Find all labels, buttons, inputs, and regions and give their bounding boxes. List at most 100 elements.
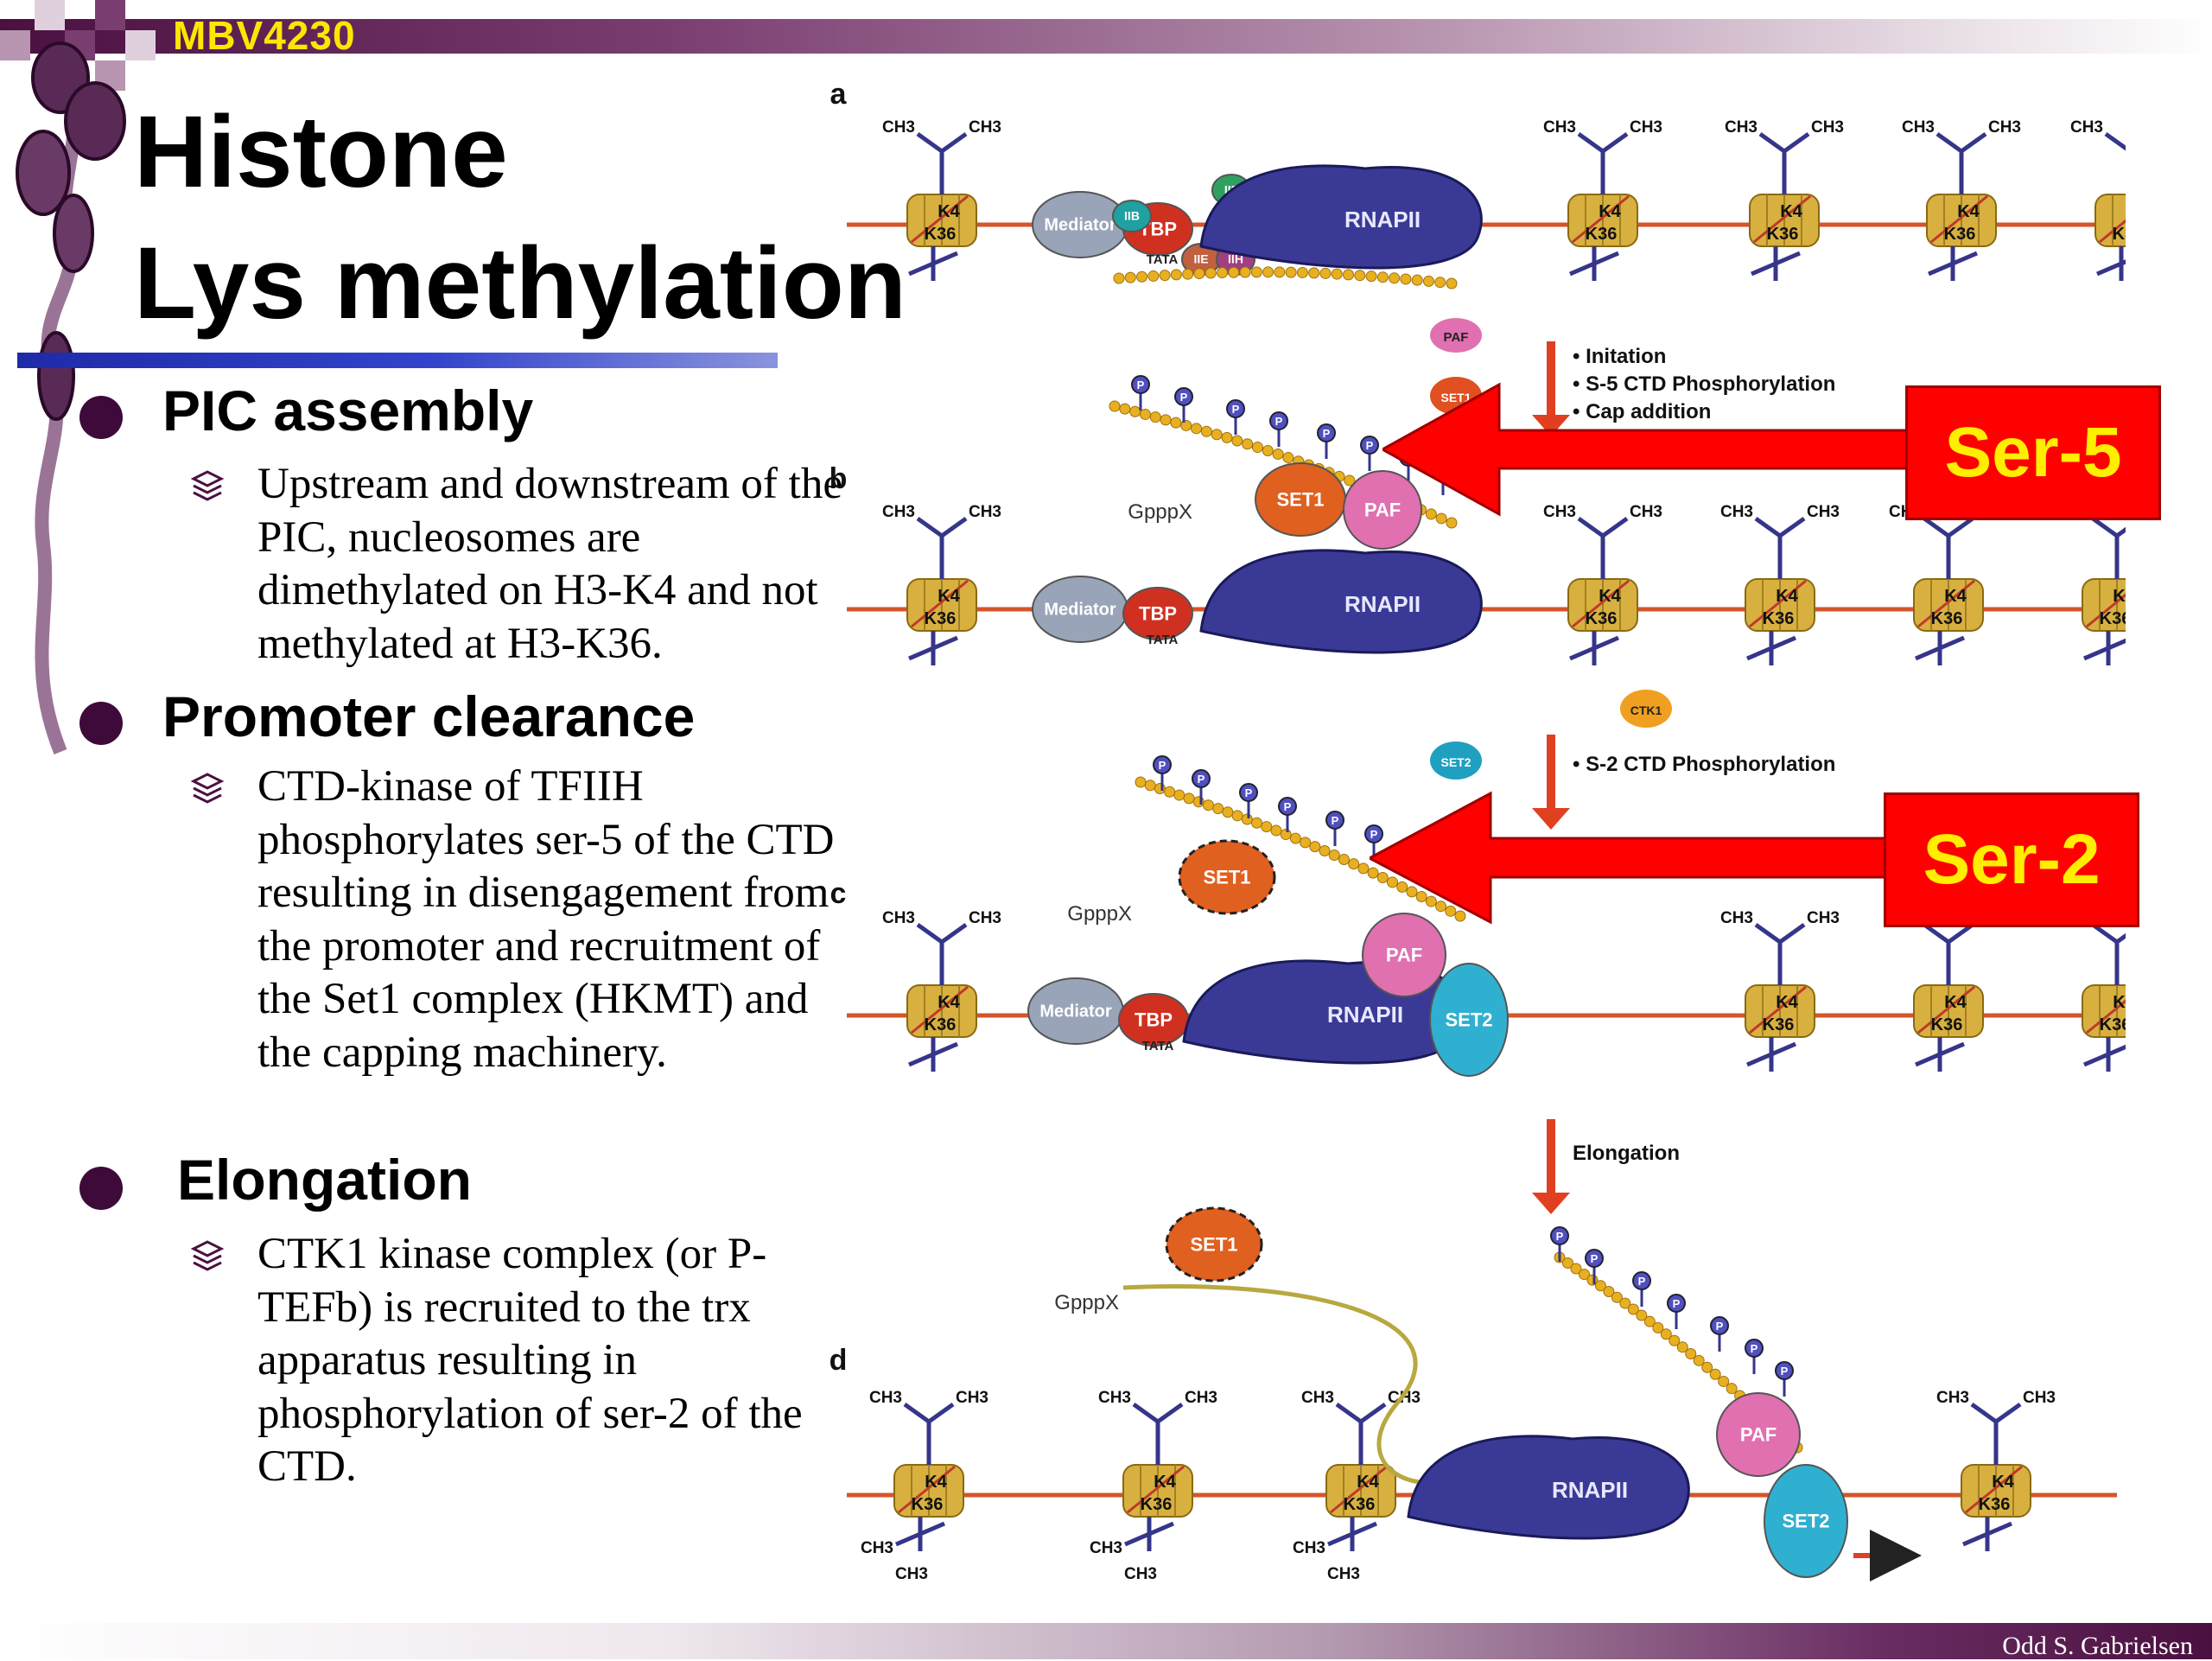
ctd-beads-a-bead bbox=[1262, 266, 1274, 278]
nucleosome-d-1-tail-down-l bbox=[895, 1531, 921, 1547]
phospho-b-4-label: P bbox=[1323, 427, 1331, 440]
nucleosome-b-2-tail-down-l bbox=[1569, 646, 1595, 661]
ctd-beads-a-bead bbox=[1354, 270, 1366, 282]
nucleosome-b-4-strand bbox=[1917, 579, 1975, 628]
step-arrow-1-head bbox=[1532, 415, 1570, 436]
nucleosome-c-2-ch3-right: CH3 bbox=[1807, 909, 1840, 927]
nucleosome-d-1-tail-up-r bbox=[927, 1402, 955, 1424]
phospho-b-2-label: P bbox=[1232, 403, 1240, 416]
section-heading-promoter-clearance: Promoter clearance bbox=[162, 684, 696, 748]
nucleosome-c-3-k4-label: K4 bbox=[1944, 993, 1967, 1012]
nucleosome-a-4-k4-label: K4 bbox=[1957, 202, 1980, 221]
ctd-beads-c-bead bbox=[1357, 862, 1370, 875]
step-arrow-3-head bbox=[1532, 1193, 1570, 1214]
phospho-b-1-label: P bbox=[1180, 391, 1188, 404]
nucleosome-a-5 bbox=[2094, 194, 2126, 247]
nucleosome-a-2-k4-label: K4 bbox=[1599, 202, 1621, 221]
rnapii-b-label: RNAPII bbox=[1344, 591, 1421, 617]
nucleosome-a-2-k36-label: K36 bbox=[1586, 225, 1618, 244]
ctd-beads-a-bead bbox=[1136, 270, 1148, 283]
ctd-beads-d-bead bbox=[1636, 1309, 1648, 1321]
ctd-beads-b-bead bbox=[1211, 429, 1223, 441]
ctd-beads-d-bead bbox=[1578, 1269, 1590, 1281]
nucleosome-b-4-tail-down-l bbox=[1915, 646, 1941, 661]
set2-c-label: SET2 bbox=[1445, 1009, 1492, 1030]
nucleosome-a-1-strand bbox=[911, 194, 969, 244]
nucleosome-d-4-strand bbox=[1965, 1465, 2023, 1514]
tbp-c-label: TBP bbox=[1135, 1009, 1173, 1030]
step1-line-1: • S-5 CTD Phosphorylation bbox=[1573, 372, 1835, 396]
ctk1-badge-label: CTK1 bbox=[1630, 703, 1662, 717]
ctd-beads-c-bead bbox=[1309, 841, 1321, 853]
phospho-d-5-label: P bbox=[1751, 1342, 1758, 1355]
nucleosome-a-1-ch3-left: CH3 bbox=[882, 118, 915, 137]
nucleosome-b-1-tail-down-l bbox=[908, 646, 934, 661]
nucleosome-a-1-k4-label: K4 bbox=[938, 202, 960, 221]
ctd-beads-c-bead bbox=[1415, 890, 1427, 902]
ctd-beads-b-bead bbox=[1149, 411, 1161, 423]
phospho-b-0 bbox=[1131, 375, 1150, 394]
nucleosome-d-4-tail-up-r bbox=[1994, 1402, 2022, 1424]
nucleosome-d-2-tail-down-l bbox=[1124, 1531, 1150, 1547]
nucleosome-c-1-tail-down-r bbox=[932, 1041, 958, 1057]
ctd-beads-c-bead bbox=[1435, 901, 1447, 913]
course-code: MBV4230 bbox=[173, 13, 356, 58]
step-arrow-1-shaft bbox=[1547, 341, 1555, 417]
nucleosome-d-4-k36-label: K36 bbox=[1979, 1495, 2011, 1514]
nucleosome-d-2-tail-up-r bbox=[1156, 1402, 1184, 1424]
nucleosome-b-3-ch3-left: CH3 bbox=[1720, 503, 1753, 521]
panel-letter-d: d bbox=[830, 1344, 848, 1377]
paf-badge-1-label: PAF bbox=[1444, 330, 1469, 345]
nucleosome-c-2-k36-label: K36 bbox=[1763, 1015, 1795, 1034]
ctd-beads-d-bead bbox=[1652, 1321, 1664, 1333]
rnapii-b bbox=[1199, 549, 1483, 654]
nucleosome-d-2-tail-up-l bbox=[1132, 1402, 1160, 1424]
nucleosome-b-3-ch3-right: CH3 bbox=[1807, 503, 1840, 521]
ctd-beads-c-bead bbox=[1425, 895, 1437, 907]
nucleosome-a-3-ch3-left: CH3 bbox=[1725, 118, 1758, 137]
phospho-c-4-label: P bbox=[1332, 814, 1339, 827]
phospho-d-1 bbox=[1585, 1249, 1604, 1268]
nucleosome-b-5-k36-label: K36 bbox=[2100, 609, 2126, 628]
nucleosome-b-2-tail-up-l bbox=[1577, 516, 1605, 538]
ctd-beads-a-bead bbox=[1389, 272, 1401, 284]
mrna-transcript-d bbox=[1122, 1284, 1471, 1486]
tata-b: TATA bbox=[1147, 633, 1179, 647]
nucleosome-d-3-ch3-bottom: CH3 bbox=[1327, 1565, 1360, 1583]
nucleosome-c-2-strand bbox=[1749, 985, 1807, 1034]
iie-a-label: IIE bbox=[1193, 252, 1208, 266]
ctd-beads-c-bead bbox=[1154, 783, 1166, 795]
rnapii-a-label: RNAPII bbox=[1344, 207, 1421, 232]
nucleosome-d-3-k36-label: K36 bbox=[1344, 1495, 1376, 1514]
phospho-c-3 bbox=[1278, 797, 1297, 816]
ser2-callout-label: Ser-2 bbox=[1884, 792, 2139, 927]
paf-c-label: PAF bbox=[1386, 944, 1422, 965]
ctd-beads-a-bead bbox=[1274, 266, 1286, 278]
mediator-a-label: Mediator bbox=[1044, 216, 1116, 235]
nucleosome-b-1-tail-up-r bbox=[940, 516, 968, 538]
ctd-beads-b-bead bbox=[1180, 419, 1192, 431]
nucleosome-a-4-strand bbox=[1930, 194, 1988, 244]
nucleosome-d-2-ch3-bottom-left: CH3 bbox=[1090, 1539, 1122, 1557]
nucleosome-a-2-tail-down-r bbox=[1593, 251, 1619, 266]
ctd-beads-b-bead bbox=[1221, 431, 1233, 443]
gpppx-d: GpppX bbox=[1054, 1291, 1119, 1314]
section-heading-pic-assembly: PIC assembly bbox=[162, 379, 534, 442]
iib-a bbox=[1112, 200, 1152, 232]
ctd-beads-a-bead bbox=[1422, 275, 1434, 287]
nucleosome-a-2-ch3-left: CH3 bbox=[1543, 118, 1576, 137]
nucleosome-a-5-strand bbox=[2099, 219, 2126, 244]
set1-c bbox=[1178, 839, 1276, 915]
tbp-b bbox=[1122, 587, 1193, 640]
ctd-beads-a-bead bbox=[1400, 273, 1412, 285]
step-arrow-3-shaft bbox=[1547, 1119, 1555, 1195]
ctd-beads-d-bead bbox=[1709, 1368, 1721, 1380]
phospho-d-1-label: P bbox=[1591, 1252, 1599, 1265]
ctd-beads-c-bead bbox=[1231, 810, 1243, 822]
nucleosome-c-4-tail-down-l bbox=[2083, 1052, 2109, 1067]
transcription-diagram: aK4K36CH3CH3MediatorTBPIIBIIFIIEIIHTATAR… bbox=[830, 78, 2126, 1583]
nucleosome-b-5-tail-up-r bbox=[2115, 526, 2126, 538]
phospho-d-6-label: P bbox=[1781, 1365, 1789, 1378]
ctd-beads-a-bead bbox=[1182, 268, 1194, 280]
